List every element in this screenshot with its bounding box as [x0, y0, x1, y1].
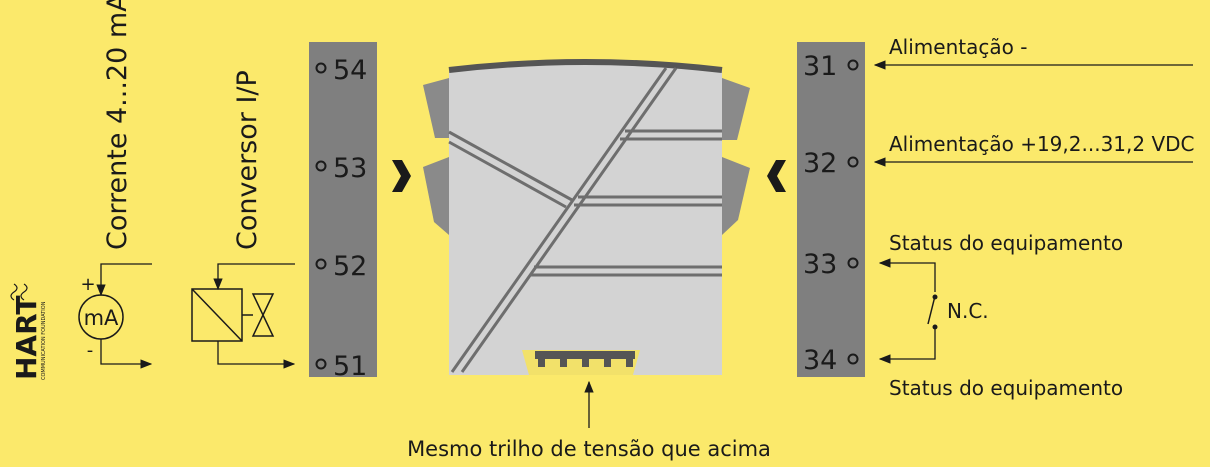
milliammeter: mA + - — [78, 263, 153, 369]
terminal-label: 33 — [803, 249, 837, 280]
module-side-wings — [423, 78, 750, 235]
left-terminal-block: 54 53 52 51 — [309, 42, 377, 382]
nc-switch — [927, 295, 936, 325]
terminal-34: 34 — [803, 345, 859, 376]
hart-logo-text: HART — [10, 295, 43, 380]
terminal-54: 54 — [315, 55, 367, 86]
terminal-label: 32 — [803, 148, 837, 179]
chevron-right-icon — [392, 160, 411, 192]
right-wiring: Alimentação - Alimentação +19,2...31,2 V… — [873, 35, 1195, 400]
terminal-label: 54 — [333, 55, 367, 86]
ip-converter-label: Conversor I/P — [232, 70, 263, 250]
status-bottom-label: Status do equipamento — [889, 376, 1123, 400]
terminal-53: 53 — [315, 153, 367, 184]
terminal-33: 33 — [803, 249, 859, 280]
current-loop-label: Corrente 4...20 mA — [102, 0, 133, 250]
ip-converter-symbol — [191, 263, 296, 369]
terminal-label: 52 — [333, 251, 367, 282]
supply-plus-label: Alimentação +19,2...31,2 VDC — [889, 132, 1195, 156]
right-terminal-block: 31 32 33 34 — [797, 42, 865, 377]
power-rail-label: Mesmo trilho de tensão que acima — [407, 437, 771, 461]
hart-logo: HART COMMUNICATION FOUNDATION — [10, 283, 47, 380]
terminal-31: 31 — [803, 51, 859, 82]
milliammeter-symbol: mA — [84, 306, 119, 330]
hart-logo-subtitle: COMMUNICATION FOUNDATION — [41, 301, 47, 380]
chevron-left-icon — [767, 160, 786, 192]
terminal-label: 51 — [333, 351, 367, 382]
status-top-label: Status do equipamento — [889, 231, 1123, 255]
terminal-32: 32 — [803, 148, 859, 179]
nc-label: N.C. — [947, 299, 989, 323]
terminal-label: 34 — [803, 345, 837, 376]
supply-minus-label: Alimentação - — [889, 35, 1027, 59]
terminal-52: 52 — [315, 251, 367, 282]
plus-sign: + — [80, 274, 95, 295]
minus-sign: - — [87, 340, 94, 361]
terminal-51: 51 — [315, 351, 367, 382]
terminal-label: 53 — [333, 153, 367, 184]
module-body — [448, 59, 723, 375]
terminal-label: 31 — [803, 51, 837, 82]
